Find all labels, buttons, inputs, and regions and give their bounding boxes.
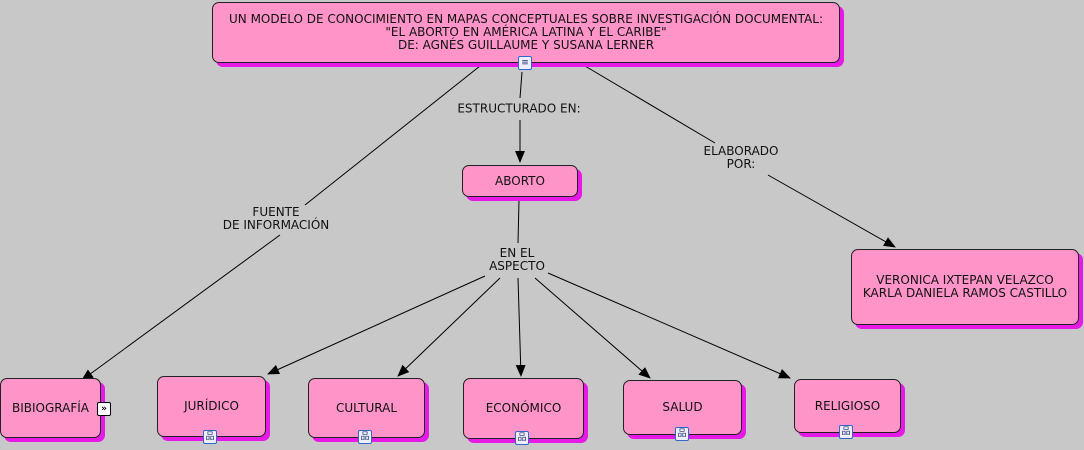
hierarchy-icon[interactable]: 品 — [515, 431, 529, 445]
hierarchy-icon[interactable]: 品 — [358, 430, 372, 444]
link-aspecto[interactable]: EN EL ASPECTO — [489, 246, 545, 273]
concept-cultural[interactable]: CULTURAL — [308, 378, 425, 438]
document-icon[interactable]: ≡ — [518, 56, 532, 70]
line — [267, 275, 486, 375]
concept-bibliografia[interactable]: BIBIOGRAFÍA — [0, 378, 101, 438]
concept-aborto[interactable]: ABORTO — [462, 165, 578, 197]
concept-economico[interactable]: ECONÓMICO — [463, 378, 584, 439]
link-elaborado[interactable]: ELABORADO POR: — [703, 144, 779, 171]
line — [517, 199, 520, 244]
concept-title[interactable]: UN MODELO DE CONOCIMIENTO EN MAPAS CONCE… — [212, 2, 840, 63]
line — [515, 277, 526, 377]
hierarchy-icon[interactable]: 品 — [675, 427, 689, 441]
line — [519, 71, 523, 99]
line — [584, 65, 716, 144]
concept-authors[interactable]: VERONICA IXTEPAN VELAZCO KARLA DANIELA R… — [851, 249, 1079, 325]
hierarchy-icon[interactable]: 品 — [839, 425, 853, 439]
line — [397, 277, 501, 377]
line — [547, 272, 791, 379]
link-estructurado[interactable]: ESTRUCTURADO EN: — [457, 101, 581, 116]
concept-juridico[interactable]: JURÍDICO — [157, 376, 266, 437]
expand-icon[interactable]: » — [97, 402, 111, 416]
link-fuente[interactable]: FUENTE DE INFORMACIÓN — [222, 205, 330, 232]
line — [534, 277, 651, 379]
hierarchy-icon[interactable]: 品 — [203, 430, 217, 444]
line — [767, 174, 896, 248]
line — [81, 234, 281, 381]
concept-salud[interactable]: SALUD — [623, 380, 742, 435]
line — [304, 65, 481, 206]
